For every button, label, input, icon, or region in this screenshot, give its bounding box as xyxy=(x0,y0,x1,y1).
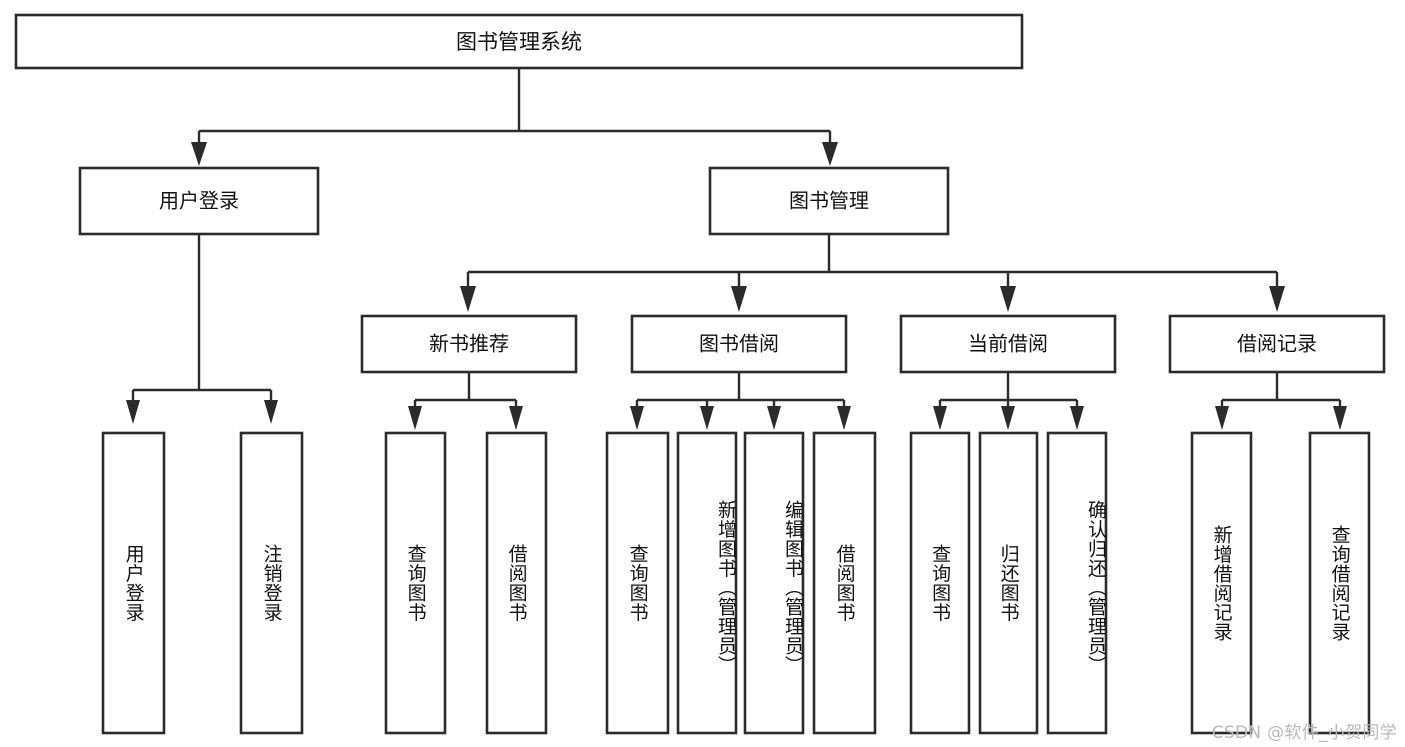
node-new-book-recommend-label: 新书推荐 xyxy=(429,332,509,356)
arrow-head-icon xyxy=(264,400,278,424)
arrow-head-icon xyxy=(509,406,523,430)
node-user-login-box[interactable] xyxy=(78,166,320,236)
node-leaf-user-login-box[interactable] xyxy=(101,431,166,735)
arrow-head-icon xyxy=(767,406,781,430)
arrow-head-icon xyxy=(837,406,851,430)
connector-borrow-record-to-leaves xyxy=(1215,372,1347,430)
node-leaf-borrow-book-2-box[interactable] xyxy=(812,431,877,735)
node-book-manage-label: 图书管理 xyxy=(789,189,869,213)
arrow-head-icon xyxy=(191,142,207,166)
arrow-head-icon xyxy=(126,400,140,424)
watermark-label: CSDN @软件_小贺同学 xyxy=(1211,723,1397,743)
node-new-book-recommend[interactable]: 新书推荐 xyxy=(360,314,578,374)
connector-new-book-recommend-to-leaves xyxy=(408,372,523,430)
node-user-login-label: 用户登录 xyxy=(159,189,239,213)
connector-current-borrow-to-leaves xyxy=(933,372,1084,430)
node-leaf-confirm-return-box[interactable] xyxy=(1046,431,1108,735)
connector-book-borrow-to-leaves xyxy=(630,372,851,430)
arrow-head-icon xyxy=(1001,406,1015,430)
node-book-borrow[interactable]: 图书借阅 xyxy=(630,314,848,374)
arrow-head-icon xyxy=(1070,406,1084,430)
node-borrow-record-label: 借阅记录 xyxy=(1237,332,1317,356)
node-leaf-add-book-box[interactable] xyxy=(676,431,738,735)
node-book-manage[interactable]: 图书管理 xyxy=(708,166,950,236)
node-leaf-query-book-2-box[interactable] xyxy=(605,431,670,735)
node-leaf-query-book-3-box[interactable] xyxy=(909,431,971,735)
arrow-head-icon xyxy=(630,406,644,430)
arrow-head-icon xyxy=(1000,286,1016,312)
node-new-book-recommend-box[interactable] xyxy=(360,314,578,374)
node-current-borrow-box[interactable] xyxy=(899,314,1117,374)
arrow-head-icon xyxy=(1215,406,1229,430)
node-root-box[interactable] xyxy=(14,13,1024,70)
node-leaf-return-book-box[interactable] xyxy=(978,431,1039,735)
node-current-borrow-label: 当前借阅 xyxy=(968,332,1048,356)
node-leaf-query-book-1-box[interactable] xyxy=(384,431,447,735)
arrow-head-icon xyxy=(1269,286,1285,312)
arrow-head-icon xyxy=(731,286,747,312)
connector-root-to-level2 xyxy=(191,68,838,166)
arrow-head-icon xyxy=(1333,406,1347,430)
node-leaf-query-record-box[interactable] xyxy=(1308,431,1371,735)
node-leaf-add-record-box[interactable] xyxy=(1190,431,1253,735)
node-book-borrow-label: 图书借阅 xyxy=(699,332,779,356)
arrow-head-icon xyxy=(700,406,714,430)
arrow-head-icon xyxy=(933,406,947,430)
node-root-label: 图书管理系统 xyxy=(456,30,582,54)
node-user-login[interactable]: 用户登录 xyxy=(78,166,320,236)
node-root[interactable]: 图书管理系统 xyxy=(14,13,1024,70)
node-current-borrow[interactable]: 当前借阅 xyxy=(899,314,1117,374)
connector-user-login-to-leaves xyxy=(126,234,278,424)
node-borrow-record[interactable]: 借阅记录 xyxy=(1168,314,1386,374)
node-leaf-user-logout-box[interactable] xyxy=(239,431,304,735)
arrow-head-icon xyxy=(408,406,422,430)
arrow-head-icon xyxy=(460,286,476,312)
node-leaf-edit-book-box[interactable] xyxy=(743,431,805,735)
node-leaf-borrow-book-1-box[interactable] xyxy=(485,431,548,735)
arrow-head-icon xyxy=(822,142,838,166)
connector-book-manage-to-level3 xyxy=(460,234,1285,312)
